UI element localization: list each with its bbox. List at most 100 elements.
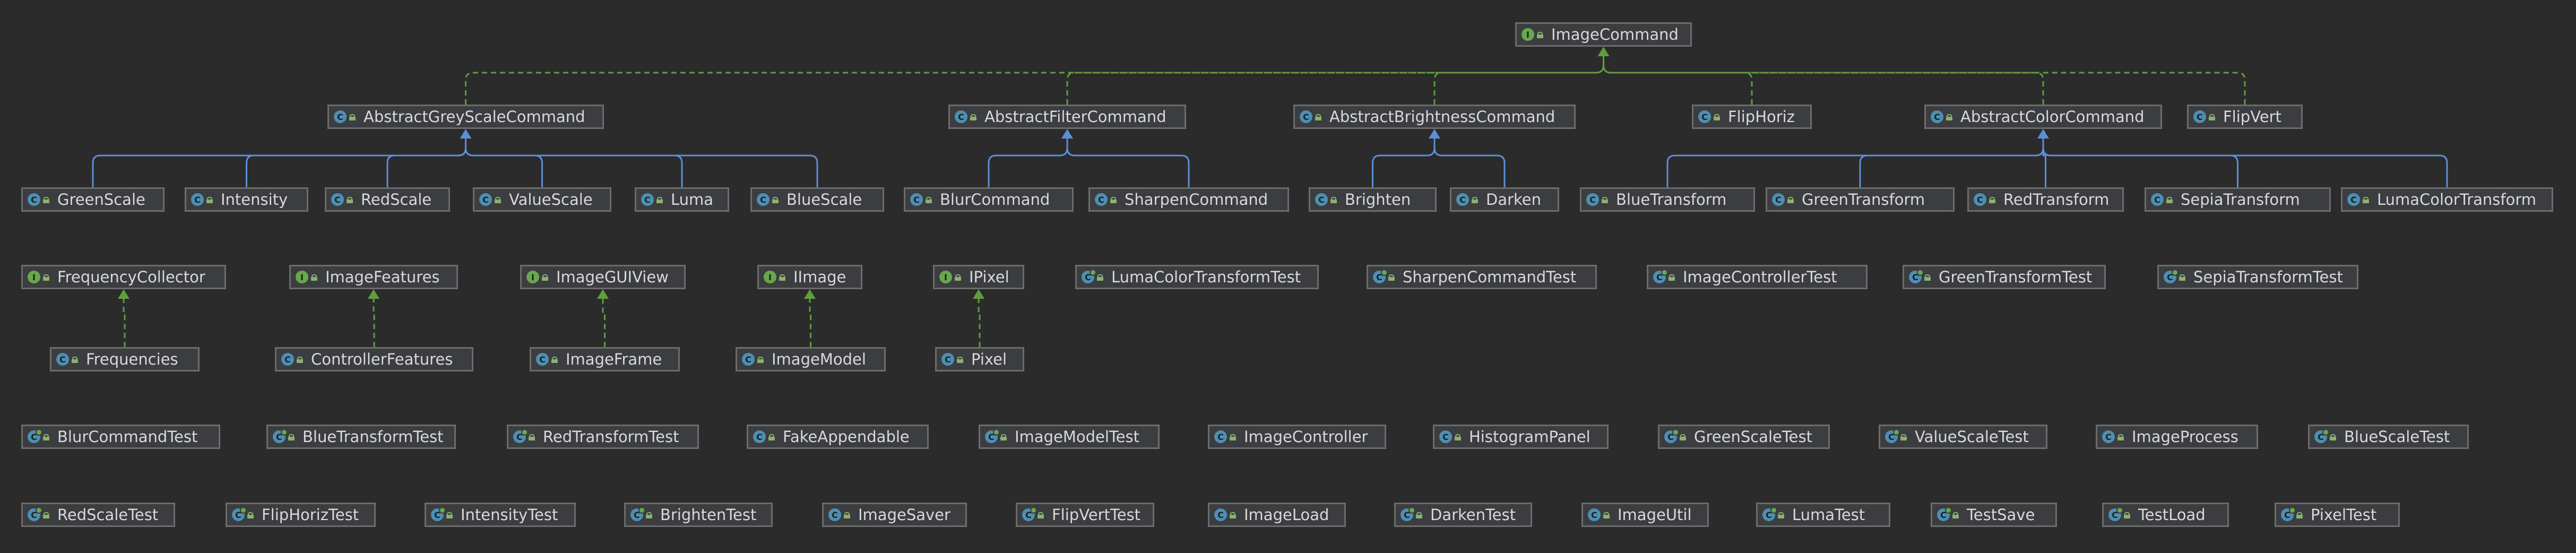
edge-green-scale-to-abstract-grey-scale-command [92,134,466,187]
test-class-icon: C [1401,507,1415,521]
node-label: ImageLoad [1244,506,1329,524]
class-icon: C [757,193,770,206]
test-class-icon: C [2164,269,2179,283]
interface-icon: I [526,271,539,283]
edge-luma-to-abstract-grey-scale-command [465,134,683,187]
node-label: GreenScaleTest [1694,428,1812,446]
arrowhead-abstract-color-command [2037,129,2049,139]
class-icon: C [1214,430,1227,443]
edge-green-transform-to-abstract-color-command [1859,134,2044,187]
edge-flip-vert-to-image-command [1603,52,2246,105]
lock-icon [1097,273,1104,281]
test-class-icon: C [1373,269,1388,283]
lock-icon [206,196,214,203]
lock-icon [542,273,549,281]
lock-icon [43,511,50,519]
edge-brighten-to-abstract-brightness-command [1372,134,1436,187]
node-label: LumaColorTransform [2377,191,2537,209]
edge-blue-scale-to-abstract-grey-scale-command [465,134,818,187]
class-icon: C [1095,193,1108,206]
test-class-icon: C [1762,507,1777,521]
class-icon: C [1315,193,1328,206]
edge-abstract-grey-scale-command-to-image-command [465,52,1604,105]
node-label: ValueScale [509,191,593,209]
lock-icon [1714,113,1721,120]
test-class-icon: C [1909,269,1924,283]
class-icon: C [1588,508,1601,521]
interface-icon: I [764,271,776,283]
lock-icon [2124,511,2131,519]
lock-icon [1603,511,1611,519]
edge-intensity-to-abstract-grey-scale-command [246,134,466,187]
lock-icon [779,273,786,281]
class-icon: C [2102,430,2115,443]
node-label: FlipVert [2223,108,2281,126]
class-icon: C [753,430,766,443]
node-label: ImageModel [772,350,866,368]
test-class-icon: C [1664,429,1679,443]
node-green-scale-test[interactable]: C GreenScaleTest [1658,425,1830,449]
